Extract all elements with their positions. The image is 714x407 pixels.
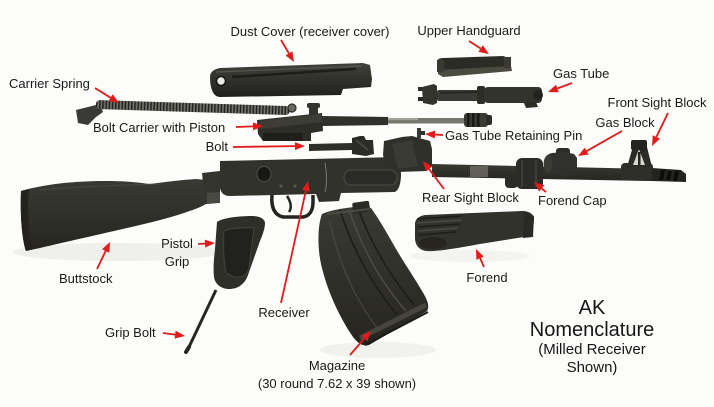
- arrow-line-gas-tube: [557, 82, 573, 90]
- arrow-line-rear-sight-block: [428, 168, 445, 190]
- arrow-head-bolt-carrier-with-piston: [252, 122, 263, 131]
- arrow-head-rear-sight-block: [423, 161, 433, 172]
- arrow-line-forend-cap: [541, 187, 547, 193]
- arrow-head-gas-tube-retaining-pin: [425, 130, 436, 139]
- arrow-head-grip-bolt: [174, 330, 185, 339]
- grip-bolt-part: [184, 289, 218, 354]
- forend-cap-part: [505, 158, 543, 189]
- bolt-carrier-part: [257, 103, 492, 141]
- arrow-head-gas-tube: [548, 84, 559, 93]
- arrow-head-forend-cap: [534, 182, 545, 192]
- gas-tube-part: [418, 84, 543, 108]
- arrow-line-gas-block: [586, 130, 623, 152]
- arrow-line-bolt-carrier-with-piston: [235, 125, 254, 128]
- arrow-line-bolt: [232, 145, 296, 148]
- arrow-head-upper-handguard: [478, 45, 489, 54]
- bolt-part: [309, 136, 374, 156]
- arrow-head-magazine: [361, 331, 371, 342]
- carrier-spring-part: [76, 100, 297, 125]
- arrow-head-dust-cover: [285, 51, 294, 62]
- receiver-milled-cut: [343, 169, 398, 186]
- arrow-line-front-sight-block: [655, 112, 669, 138]
- front-sight-block-part: [621, 140, 653, 180]
- trigger: [285, 195, 292, 213]
- arrow-head-receiver: [301, 181, 310, 192]
- arrow-line-magazine: [349, 337, 366, 356]
- arrow-head-bolt: [294, 142, 305, 151]
- arrow-line-receiver: [280, 190, 307, 304]
- muzzle-brake-part: [652, 168, 686, 182]
- annotation-arrows: [94, 39, 669, 356]
- arrow-line-upper-handguard: [468, 40, 482, 50]
- arrow-head-gas-block: [578, 147, 589, 156]
- arrow-line-buttstock: [96, 250, 107, 270]
- arrow-head-forend: [476, 249, 484, 260]
- upper-handguard-part: [437, 56, 512, 77]
- gas-block-part: [543, 148, 577, 176]
- gas-tube-retaining-pin-part: [417, 128, 421, 138]
- forend-part: [415, 211, 534, 252]
- buttstock-part: [20, 179, 220, 251]
- dust-cover-part: [210, 63, 372, 97]
- arrow-head-carrier-spring: [108, 94, 119, 103]
- trigger-guard: [270, 194, 315, 219]
- rear-sight-block-part: [383, 128, 432, 172]
- arrow-line-dust-cover: [280, 39, 290, 54]
- dust-cover-hole: [215, 75, 227, 87]
- arrow-head-buttstock: [102, 242, 110, 253]
- arrow-line-forend: [479, 257, 485, 268]
- pistol-grip-part: [213, 216, 265, 289]
- arrow-head-pistol-grip: [204, 239, 215, 248]
- magazine-part: [318, 200, 429, 346]
- arrow-head-front-sight-block: [652, 135, 660, 146]
- receiver-part: [202, 157, 401, 219]
- arrow-line-grip-bolt: [162, 332, 176, 336]
- photo-shadows: [13, 243, 530, 358]
- arrow-line-carrier-spring: [94, 87, 111, 99]
